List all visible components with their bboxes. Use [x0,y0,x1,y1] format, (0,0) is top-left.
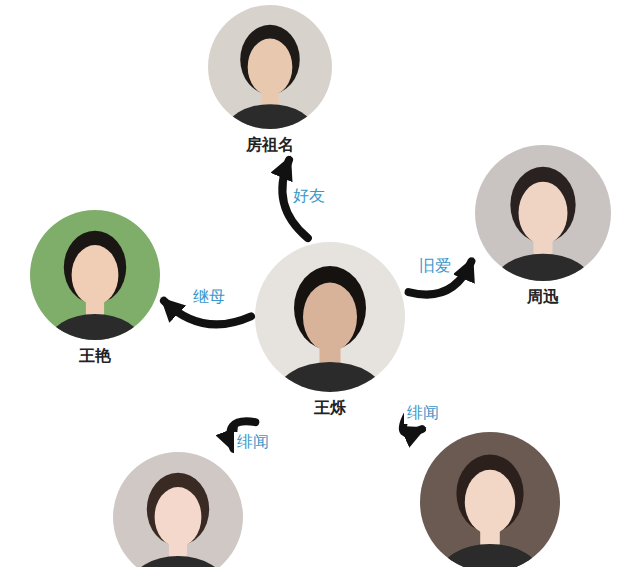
person-name: 房祖名 [208,135,332,156]
relation-label: 旧爱 [416,256,454,277]
person-node: 周迅 [475,145,611,308]
person-node [420,432,560,567]
portrait-circle [30,210,160,340]
person-node [113,452,243,567]
portrait-circle [420,432,560,567]
person-node: 王烁 [255,242,405,419]
person-name: 王艳 [30,346,160,367]
person-node: 房祖名 [208,5,332,156]
person-node: 王艳 [30,210,160,367]
portrait-circle [475,145,611,281]
portrait-circle [113,452,243,567]
relation-label: 好友 [290,186,328,207]
person-name: 王烁 [255,398,405,419]
relation-label: 绯闻 [234,432,272,453]
relation-label: 继母 [190,287,228,308]
portrait-circle [255,242,405,392]
relation-label: 绯闻 [404,403,442,424]
portrait-circle [208,5,332,129]
person-name: 周迅 [475,287,611,308]
